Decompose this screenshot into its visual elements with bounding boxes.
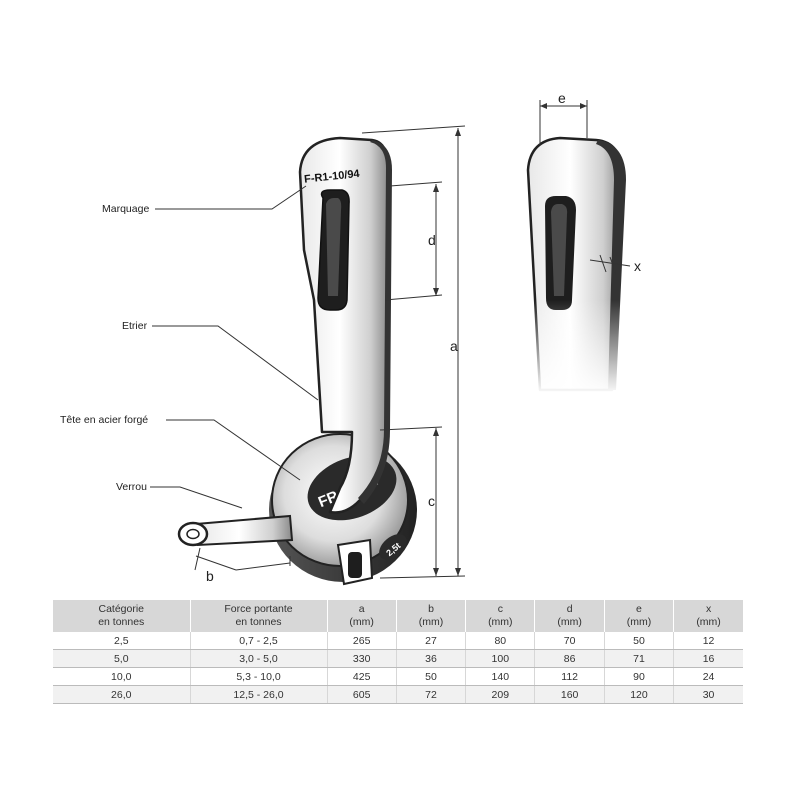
table-cell: 425 — [327, 667, 397, 686]
table-cell: 3,0 - 5,0 — [190, 649, 328, 668]
header-d: d(mm) — [534, 600, 605, 632]
header-a: a(mm) — [327, 600, 397, 632]
table-cell: 50 — [604, 632, 675, 650]
table-cell: 140 — [465, 667, 536, 686]
table-cell: 72 — [396, 685, 467, 704]
table-row: 10,0 5,3 - 10,0 425 50 140 112 90 24 — [53, 667, 743, 686]
table-cell: 120 — [604, 685, 675, 704]
table-cell: 100 — [465, 649, 536, 668]
table-cell: 86 — [534, 649, 605, 668]
dim-c: c — [428, 493, 435, 509]
leader-lines — [150, 185, 319, 509]
latch — [177, 514, 294, 547]
table-row: 26,0 12,5 - 26,0 605 72 209 160 120 30 — [53, 685, 743, 704]
dim-a: a — [450, 338, 458, 354]
header-x: x(mm) — [673, 600, 743, 632]
table-cell: 265 — [327, 632, 397, 650]
dimension-lines — [194, 100, 631, 579]
lifting-fitting-side-view — [520, 136, 640, 395]
table-cell: 16 — [673, 649, 743, 668]
dim-e: e — [558, 90, 566, 106]
table-cell: 36 — [396, 649, 467, 668]
table-cell: 112 — [534, 667, 605, 686]
technical-drawing: FRANCE 2,5t F-R1-10/94 — [60, 90, 641, 586]
dim-b: b — [206, 568, 214, 584]
table-cell: 330 — [327, 649, 397, 668]
label-etrier: Etrier — [122, 320, 148, 332]
label-marquage: Marquage — [102, 203, 149, 215]
table-cell: 90 — [604, 667, 675, 686]
table-cell: 27 — [396, 632, 467, 650]
table-cell: 2,5 — [53, 632, 191, 650]
dim-x: x — [634, 258, 641, 274]
table-cell: 71 — [604, 649, 675, 668]
header-c: c(mm) — [465, 600, 536, 632]
table-cell: 30 — [673, 685, 743, 704]
table-cell: 160 — [534, 685, 605, 704]
table-cell: 70 — [534, 632, 605, 650]
table-row: 5,0 3,0 - 5,0 330 36 100 86 71 16 — [53, 649, 743, 668]
label-verrou: Verrou — [116, 481, 147, 493]
lifting-fitting-main: FRANCE 2,5t F-R1-10/94 — [177, 136, 417, 586]
label-tete: Tête en acier forgé — [60, 414, 148, 426]
header-b: b(mm) — [396, 600, 467, 632]
stamp-marking: F-R1-10/94 — [304, 168, 361, 186]
table-cell: 0,7 - 2,5 — [190, 632, 328, 650]
table-row: 2,5 0,7 - 2,5 265 27 80 70 50 12 — [53, 632, 743, 650]
table-cell: 12,5 - 26,0 — [190, 685, 328, 704]
table-cell: 209 — [465, 685, 536, 704]
stirrup: F-R1-10/94 — [298, 136, 392, 514]
dimension-arrowheads — [433, 103, 587, 576]
table-cell: 605 — [327, 685, 397, 704]
table-cell: 24 — [673, 667, 743, 686]
table-cell: 12 — [673, 632, 743, 650]
table-cell: 5,3 - 10,0 — [190, 667, 328, 686]
table-cell: 26,0 — [53, 685, 191, 704]
header-e: e(mm) — [604, 600, 675, 632]
dim-d: d — [428, 232, 436, 248]
table-cell: 5,0 — [53, 649, 191, 668]
table-cell: 10,0 — [53, 667, 191, 686]
table-cell: 50 — [396, 667, 467, 686]
table-cell: 80 — [465, 632, 536, 650]
